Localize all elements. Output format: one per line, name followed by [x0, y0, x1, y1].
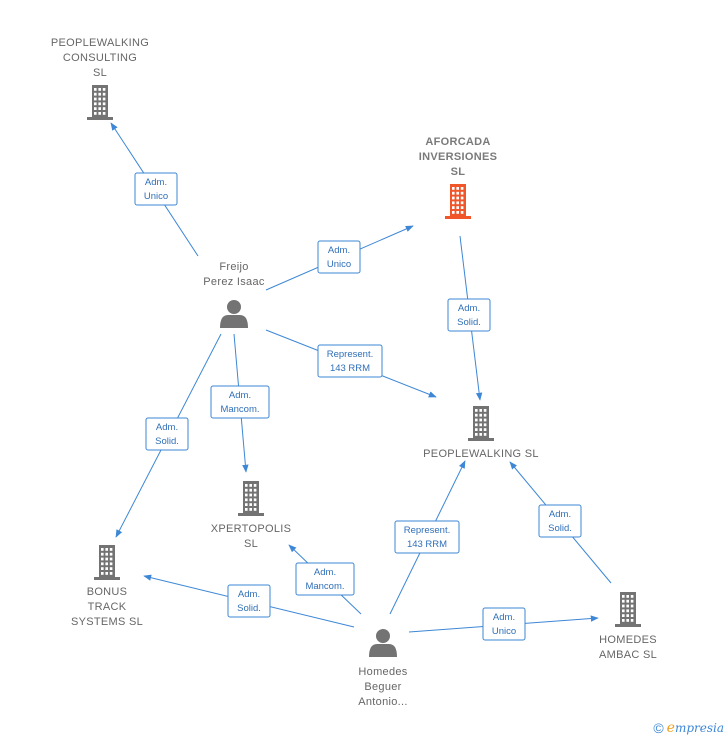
edge-label-box[interactable]	[447, 298, 491, 332]
person-icon	[369, 629, 397, 657]
copyright-icon: ©	[653, 720, 664, 736]
edge-freijo-to-peoplewalking-sl: Represent. 143 RRM	[265, 329, 437, 398]
node-label: TRACK	[88, 601, 127, 613]
node-homedes-ambac[interactable]: HOMEDES AMBAC SL	[599, 592, 657, 661]
building-icon	[94, 545, 120, 580]
node-label: Beguer	[364, 681, 401, 693]
node-label: XPERTOPOLIS	[211, 523, 292, 535]
edge-label-text: Adm.	[493, 612, 515, 623]
edges-layer: Adm.UnicoAdm.UnicoAdm.Solid.Represent.14…	[110, 122, 612, 641]
edge-label-text: Adm.	[229, 390, 251, 401]
edge-homedes-beguer-to-homedes-ambac: Adm. Unico	[408, 607, 599, 641]
node-label: Homedes	[358, 666, 407, 678]
edge-label-text: Adm.	[156, 422, 178, 433]
building-icon	[87, 85, 113, 120]
edge-freijo-to-peoplewalking-consulting: Adm. Unico	[110, 122, 199, 257]
edge-label-box[interactable]	[145, 417, 189, 451]
node-label: AFORCADA	[425, 136, 490, 148]
node-label: PEOPLEWALKING	[51, 37, 149, 49]
edge-label-box[interactable]	[394, 520, 460, 554]
footer: © empresia	[653, 720, 724, 736]
edge-label-text: Adm.	[238, 589, 260, 600]
edge-label-box[interactable]	[317, 344, 383, 378]
node-peoplewalking-sl[interactable]: PEOPLEWALKING SL	[423, 406, 539, 460]
edge-label-text: Represent.	[327, 349, 373, 360]
edge-label-text: Mancom.	[305, 581, 344, 592]
edge-label-text: Represent.	[404, 525, 450, 536]
node-label: PEOPLEWALKING SL	[423, 448, 539, 460]
edge-label-text: Adm.	[145, 177, 167, 188]
edge-label-text: 143 RRM	[407, 539, 447, 550]
edge-label-text: 143 RRM	[330, 363, 370, 374]
edge-label-text: Unico	[327, 259, 351, 270]
edge-label-text: Adm.	[314, 567, 336, 578]
node-label: CONSULTING	[63, 52, 137, 64]
edge-freijo-to-xpertopolis: Adm. Mancom.	[210, 333, 270, 473]
edge-label-box[interactable]	[227, 584, 271, 618]
brand-logo-name: mpresia	[674, 721, 724, 735]
node-aforcada[interactable]: AFORCADA INVERSIONES SL	[419, 136, 498, 219]
edge-homedes-beguer-to-bonus-track: Adm. Solid.	[143, 574, 355, 628]
edge-label-box[interactable]	[295, 562, 355, 596]
node-label: Freijo	[219, 261, 248, 273]
node-xpertopolis[interactable]: XPERTOPOLIS SL	[211, 481, 292, 550]
nodes-layer: PEOPLEWALKING CONSULTING SL AFORCADA INVERSI…	[51, 37, 657, 708]
node-homedes-beguer[interactable]: HomedesBeguerAntonio...	[358, 629, 408, 708]
edge-label-box[interactable]	[317, 240, 361, 274]
edge-homedes-beguer-to-peoplewalking-sl: Represent. 143 RRM	[389, 460, 466, 615]
node-label: BONUS	[87, 586, 128, 598]
node-label: SYSTEMS SL	[71, 616, 143, 628]
edge-label-text: Solid.	[457, 317, 481, 328]
building-icon	[468, 406, 494, 441]
node-label: AMBAC SL	[599, 649, 657, 661]
brand-logo-initial: e	[666, 720, 675, 736]
edge-label-box[interactable]	[134, 172, 178, 206]
edge-label-text: Solid.	[155, 436, 179, 447]
node-label: SL	[244, 538, 258, 550]
edge-label-text: Adm.	[328, 245, 350, 256]
edge-aforcada-to-peoplewalking-sl: Adm. Solid.	[447, 235, 491, 401]
node-label: Antonio...	[358, 696, 407, 708]
person-icon	[220, 300, 248, 328]
edge-label-text: Mancom.	[220, 404, 259, 415]
edge-freijo-to-bonus-track: Adm. Solid.	[115, 333, 222, 538]
brand-logo[interactable]: empresia	[667, 720, 724, 736]
edge-label-text: Solid.	[548, 523, 572, 534]
node-label: HOMEDES	[599, 634, 657, 646]
edge-label-box[interactable]	[482, 607, 526, 641]
edge-homedes-beguer-to-xpertopolis: Adm. Mancom.	[288, 544, 362, 615]
edge-label-text: Unico	[492, 626, 516, 637]
edge-label-text: Adm.	[458, 303, 480, 314]
building-icon	[445, 184, 471, 219]
edge-homedes-ambac-to-peoplewalking-sl: Adm. Solid.	[509, 461, 612, 584]
node-label: SL	[451, 166, 466, 178]
edge-label-box[interactable]	[538, 504, 582, 538]
node-label: INVERSIONES	[419, 151, 498, 163]
edge-freijo-to-aforcada: Adm. Unico	[265, 225, 414, 291]
edge-label-text: Solid.	[237, 603, 261, 614]
node-label: SL	[93, 67, 107, 79]
edge-label-box[interactable]	[210, 385, 270, 419]
edge-label-text: Unico	[144, 191, 168, 202]
node-label: Perez Isaac	[203, 276, 265, 288]
building-icon	[615, 592, 641, 627]
node-peoplewalking-consulting[interactable]: PEOPLEWALKING CONSULTING SL	[51, 37, 149, 120]
node-bonus-track[interactable]: BONUS TRACK SYSTEMS SL	[71, 545, 143, 628]
edge-label-text: Adm.	[549, 509, 571, 520]
building-icon	[238, 481, 264, 516]
